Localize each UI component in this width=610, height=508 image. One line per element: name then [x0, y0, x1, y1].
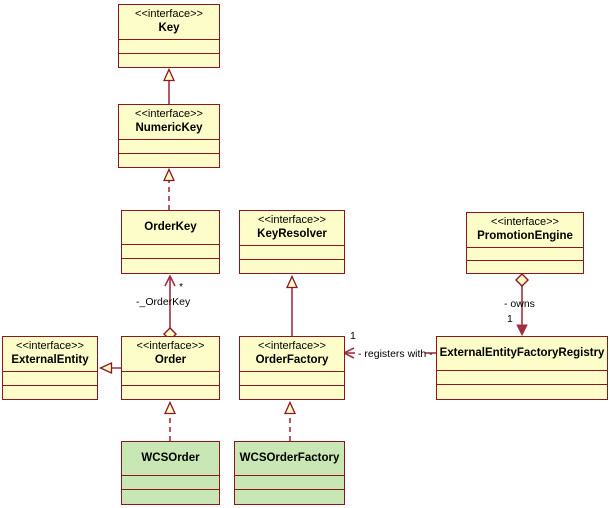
- uml-class-key-operations: [119, 54, 219, 67]
- uml-class-wcsorder-header: WCSOrder: [122, 442, 219, 476]
- uml-class-externalentity-header: <<interface>> ExternalEntity: [3, 337, 97, 372]
- uml-class-wcsorderfactory[interactable]: WCSOrderFactory: [234, 441, 345, 505]
- uml-class-key-header: <<interface>> Key: [119, 5, 219, 40]
- uml-class-externalentity[interactable]: <<interface>> ExternalEntity: [2, 336, 98, 400]
- uml-class-orderfactory-stereotype: <<interface>>: [258, 340, 326, 352]
- uml-class-orderfactory-operations: [240, 386, 344, 399]
- uml-class-wcsorder-name: WCSOrder: [141, 452, 200, 464]
- uml-class-wcsorder[interactable]: WCSOrder: [121, 441, 220, 505]
- uml-class-numerickey[interactable]: <<interface>> NumericKey: [118, 104, 220, 168]
- uml-class-externalentity-stereotype: <<interface>>: [16, 340, 84, 352]
- uml-class-orderkey-operations: [122, 259, 219, 273]
- uml-class-externalentityfactoryregistry-header: ExternalEntityFactoryRegistry: [437, 337, 607, 371]
- uml-class-order-header: <<interface>> Order: [122, 337, 219, 372]
- edge-label-owns-multiplicity: 1: [507, 313, 513, 325]
- uml-class-numerickey-name: NumericKey: [135, 122, 203, 134]
- uml-class-externalentityfactoryregistry-attributes: [437, 371, 607, 385]
- uml-class-orderkey-name: OrderKey: [144, 221, 197, 233]
- uml-class-wcsorder-attributes: [122, 476, 219, 490]
- uml-class-externalentity-attributes: [3, 372, 97, 386]
- uml-class-promotionengine-stereotype: <<interface>>: [491, 216, 559, 228]
- edge-label-registers-with: - registers with -: [358, 348, 433, 360]
- uml-class-numerickey-stereotype: <<interface>>: [135, 108, 203, 120]
- edge-label-owns: - owns: [504, 298, 535, 310]
- uml-class-orderkey-header: OrderKey: [122, 211, 219, 245]
- uml-class-externalentity-operations: [3, 386, 97, 399]
- uml-class-order-name: Order: [154, 354, 187, 366]
- uml-class-key-stereotype: <<interface>>: [135, 8, 203, 20]
- uml-class-keyresolver-attributes: [240, 246, 344, 260]
- uml-class-externalentityfactoryregistry-operations: [437, 385, 607, 399]
- uml-class-orderfactory-header: <<interface>> OrderFactory: [240, 337, 344, 372]
- edge-label-orderkey-multiplicity: *: [179, 281, 184, 293]
- edge-order-aggregates-orderkey: [163, 277, 177, 341]
- uml-class-keyresolver-stereotype: <<interface>>: [258, 214, 326, 226]
- uml-class-promotionengine-header: <<interface>> PromotionEngine: [467, 213, 583, 248]
- uml-class-promotionengine[interactable]: <<interface>> PromotionEngine: [466, 212, 584, 274]
- uml-class-wcsorderfactory-name: WCSOrderFactory: [239, 452, 340, 464]
- uml-class-key[interactable]: <<interface>> Key: [118, 4, 220, 68]
- uml-class-orderfactory-name: OrderFactory: [255, 354, 329, 366]
- uml-class-keyresolver-operations: [240, 260, 344, 273]
- uml-class-wcsorder-operations: [122, 490, 219, 504]
- uml-class-order-operations: [122, 386, 219, 399]
- uml-class-promotionengine-name: PromotionEngine: [477, 230, 573, 242]
- uml-class-externalentity-name: ExternalEntity: [11, 354, 89, 366]
- uml-class-orderfactory[interactable]: <<interface>> OrderFactory: [239, 336, 345, 400]
- uml-class-orderkey[interactable]: OrderKey: [121, 210, 220, 274]
- uml-class-keyresolver-name: KeyResolver: [257, 228, 327, 240]
- uml-class-order[interactable]: <<interface>> Order: [121, 336, 220, 400]
- uml-class-wcsorderfactory-header: WCSOrderFactory: [235, 442, 344, 476]
- uml-class-keyresolver-header: <<interface>> KeyResolver: [240, 211, 344, 246]
- uml-class-externalentityfactoryregistry[interactable]: ExternalEntityFactoryRegistry: [436, 336, 608, 400]
- uml-class-promotionengine-operations: [467, 261, 583, 273]
- uml-class-orderfactory-attributes: [240, 372, 344, 386]
- uml-class-orderkey-attributes: [122, 245, 219, 259]
- uml-class-numerickey-header: <<interface>> NumericKey: [119, 105, 219, 140]
- uml-class-order-attributes: [122, 372, 219, 386]
- uml-class-promotionengine-attributes: [467, 248, 583, 261]
- uml-class-wcsorderfactory-attributes: [235, 476, 344, 490]
- uml-class-key-name: Key: [158, 22, 180, 34]
- uml-class-keyresolver[interactable]: <<interface>> KeyResolver: [239, 210, 345, 274]
- uml-class-externalentityfactoryregistry-name: ExternalEntityFactoryRegistry: [439, 347, 605, 359]
- uml-class-numerickey-operations: [119, 154, 219, 167]
- edge-label-orderkey-role: -_OrderKey: [136, 296, 191, 308]
- uml-class-wcsorderfactory-operations: [235, 490, 344, 504]
- edge-label-registers-multiplicity: 1: [350, 330, 356, 342]
- uml-class-numerickey-attributes: [119, 140, 219, 154]
- uml-class-key-attributes: [119, 40, 219, 54]
- uml-class-order-stereotype: <<interface>>: [136, 340, 205, 352]
